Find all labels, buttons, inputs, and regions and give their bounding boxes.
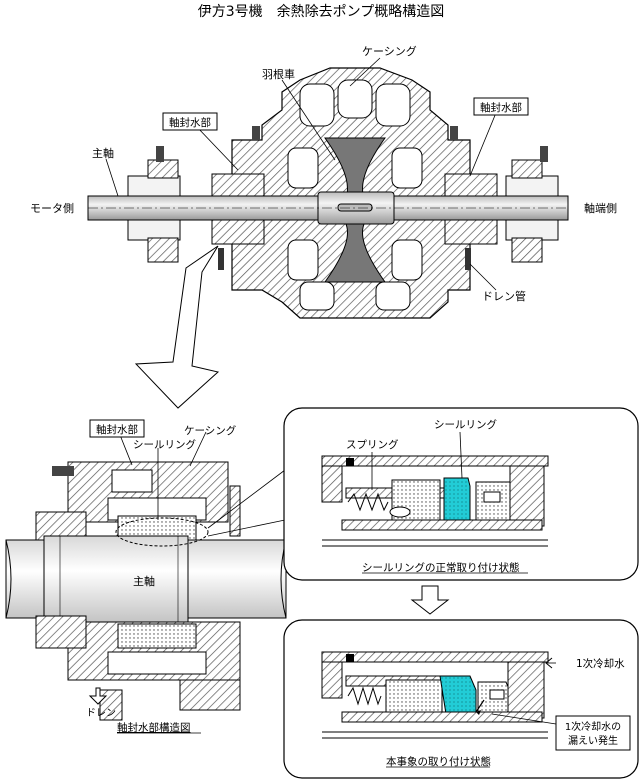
label-leak-note-line1: 1次冷却水の [565, 720, 621, 733]
label-impeller: 羽根車 [262, 67, 295, 81]
page-title: 伊方3号機 余熱除去ポンプ概略構造図 [198, 3, 445, 20]
box-leak-note [555, 715, 631, 751]
label-seal-section-shaft: 主軸 [133, 574, 155, 588]
incident-state-panel [283, 619, 639, 779]
box-seal-section [89, 419, 145, 438]
incident-leaders [491, 662, 557, 725]
label-seal-water-left: 軸封水部 [169, 116, 211, 129]
caption-incident-state: 本事象の取り付け状態 [386, 755, 491, 768]
label-casing: ケーシング [362, 44, 417, 58]
detail-arrow [134, 245, 220, 409]
label-primary-cooling-water: 1次冷却水 [576, 657, 625, 670]
pump-cross-section [87, 67, 569, 319]
flow-arrow-icon [545, 657, 553, 669]
label-seal-water-right: 軸封水部 [480, 101, 522, 114]
normal-state-panel [283, 407, 639, 581]
label-seal-section-casing: ケーシング [184, 424, 237, 437]
top-leaders [105, 57, 499, 291]
label-normal-spring: スプリング [346, 438, 399, 451]
label-shaft-end-side: 軸端側 [584, 201, 617, 215]
label-drain-pipe: ドレン管 [482, 289, 526, 303]
label-motor-side: モータ側 [30, 202, 74, 215]
caption-normal-state: シールリングの正常取り付け状態 [362, 561, 520, 574]
seal-leaders [119, 431, 286, 537]
seal-section [5, 461, 287, 721]
drain-arrow-icon [88, 687, 108, 705]
box-seal-right [473, 97, 529, 116]
label-seal-section-water: 軸封水部 [96, 423, 138, 436]
label-seal-section-drain: ドレン [86, 708, 116, 719]
transition-arrow-icon [410, 585, 450, 615]
label-normal-seal-ring: シールリング [434, 418, 497, 431]
label-leak-note-line2: 漏えい発生 [568, 734, 618, 747]
caption-seal-section: 軸封水部構造図 [117, 721, 191, 734]
label-main-shaft: 主軸 [92, 146, 114, 160]
normal-leaders [371, 431, 463, 490]
label-seal-section-ring: シールリング [133, 438, 196, 451]
box-seal-left [162, 112, 218, 131]
